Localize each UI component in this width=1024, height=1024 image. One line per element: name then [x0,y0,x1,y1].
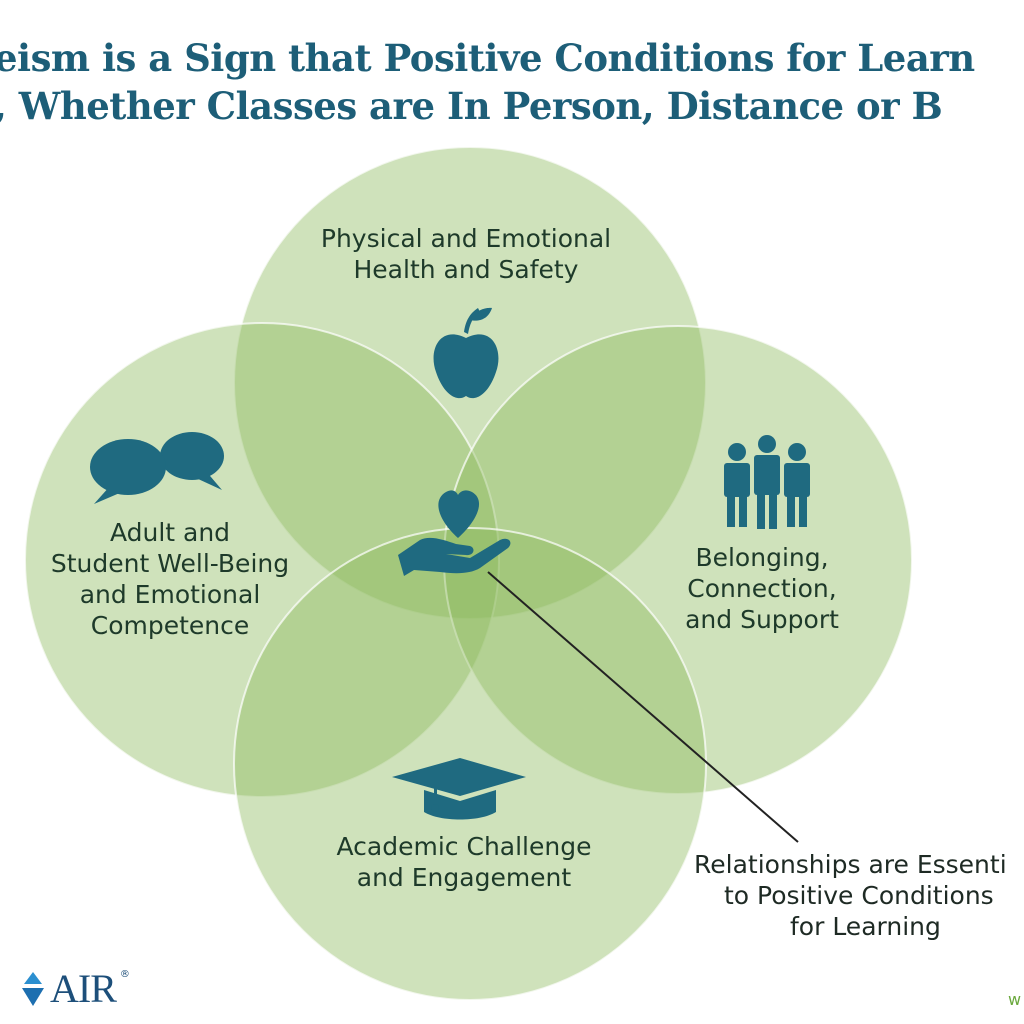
speech-bubbles-icon [90,432,224,504]
registered-mark: ® [119,969,130,980]
callout-line-3: for Learning [790,912,941,941]
title-line-2: , Whether Classes are In Person, Distanc… [0,84,943,128]
label-bottom-line-1: Academic Challenge [336,832,592,861]
label-top: Physical and Emotional Health and Safety [321,223,611,285]
label-right-line-1: Belonging, [695,543,829,572]
callout-line-1: Relationships are Essenti [694,850,1007,879]
diamond-logo-icon [22,971,44,1006]
label-bottom: Academic Challenge and Engagement [337,831,592,893]
label-right-line-2: Connection, [687,574,837,603]
label-top-line-2: Health and Safety [353,255,579,284]
heart-in-hand-icon [398,490,511,576]
label-left-line-4: Competence [90,611,250,640]
label-left-line-3: and Emotional [79,580,261,609]
label-right-line-3: and Support [685,605,839,634]
label-left-line-2: Student Well-Being [50,549,290,578]
label-top-line-1: Physical and Emotional [320,224,612,253]
callout-line-2: to Positive Conditions [724,881,994,910]
callout-pointer-line [487,571,799,843]
apple-icon [433,307,499,399]
air-logo: AIR ® [20,965,130,1012]
footer-web-text: w [1008,990,1022,1009]
label-bottom-line-2: and Engagement [356,863,572,892]
title-line-1: eism is a Sign that Positive Conditions … [0,36,975,80]
logo-text: AIR [50,966,117,1011]
label-right: Belonging, Connection, and Support [685,542,839,635]
people-group-icon [724,435,810,529]
graduation-cap-icon [392,758,526,820]
label-left-line-1: Adult and [109,518,231,547]
callout-text: Relationships are Essenti to Positive Co… [694,849,1007,942]
label-left: Adult and Student Well-Being and Emotion… [51,517,289,641]
